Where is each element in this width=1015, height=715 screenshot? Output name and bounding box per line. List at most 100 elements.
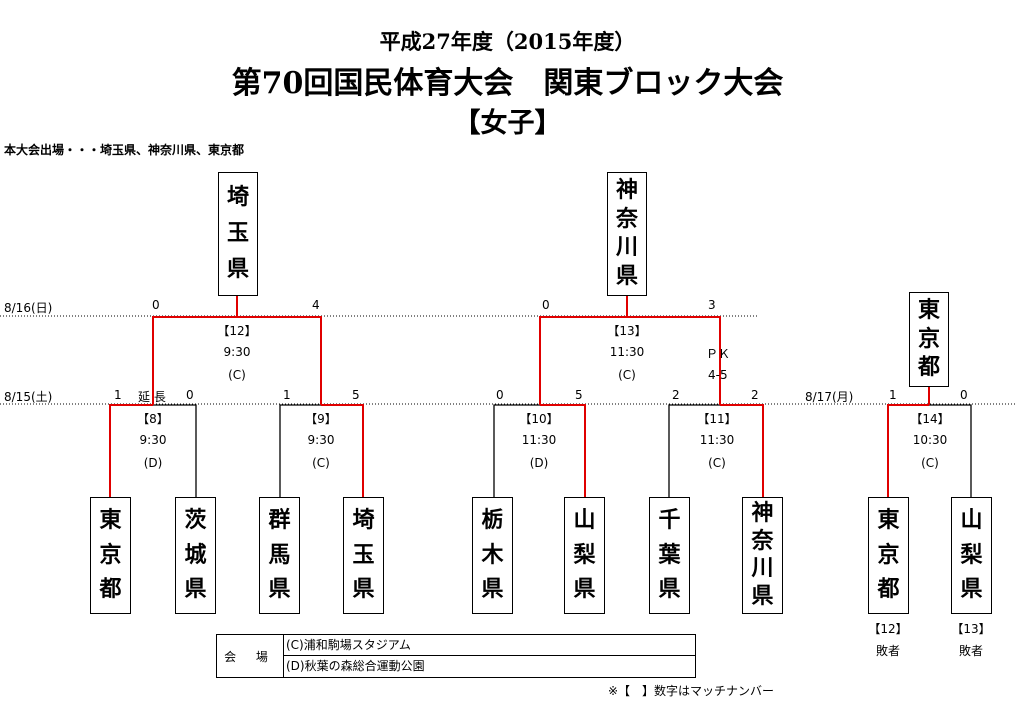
win-m9	[321, 404, 364, 497]
match-no-m12: 【12】	[217, 324, 257, 338]
score-m13-left: 0	[542, 298, 550, 312]
match-venue-m13: (C)	[618, 368, 636, 382]
team-char: 県	[481, 576, 504, 602]
match-time-m10: 11:30	[521, 433, 557, 447]
team-char: 県	[226, 257, 249, 282]
subtitle: 平成27年度（2015年度）	[379, 29, 636, 54]
score-m11-right: 2	[751, 388, 759, 402]
win-m11	[720, 404, 764, 497]
match-no-m8: 【8】	[137, 412, 169, 426]
team-char: 県	[352, 576, 375, 602]
match-venue-m12: (C)	[228, 368, 246, 382]
match-time-m11: 11:30	[699, 433, 735, 447]
team-box-ibaraki: 茨 城 県	[175, 497, 216, 614]
score-m14-left: 1	[889, 388, 897, 402]
score-m12-left: 0	[152, 298, 160, 312]
team-char: 都	[917, 355, 940, 381]
date-817: 8/17(月)	[805, 390, 854, 404]
team-char: 玉	[226, 221, 249, 246]
team-char: 梨	[573, 542, 596, 568]
team-char: 千	[658, 508, 681, 534]
team-char: 木	[481, 542, 504, 568]
venue-label: 会 場	[217, 635, 284, 677]
team-char: 京	[99, 542, 122, 568]
team-box-saitama: 埼 玉 県	[343, 497, 384, 614]
match-venue-m9: (C)	[312, 456, 330, 470]
team-char: 京	[877, 542, 900, 568]
team-char: 茨	[184, 508, 207, 534]
match-no-m10: 【10】	[519, 412, 559, 426]
score-m12-right: 4	[312, 298, 320, 312]
team-char: 山	[573, 508, 596, 534]
match-time-m8: 9:30	[139, 433, 167, 447]
footnote: ※【 】数字はマッチナンバー	[608, 684, 775, 698]
team-char: 県	[573, 576, 596, 602]
score-m13-right: 3	[708, 298, 716, 312]
team-char: 県	[184, 576, 207, 602]
date-816: 8/16(日)	[4, 301, 53, 315]
team-char: 奈	[615, 206, 638, 232]
score-m10-right: 5	[575, 388, 583, 402]
team-char: 埼	[352, 508, 375, 534]
pk-score-m13: 4-5	[708, 368, 728, 382]
winner-box-m12: 埼 玉 県	[218, 172, 258, 296]
team-char: 馬	[268, 542, 291, 568]
qualified-note: 本大会出場・・・埼玉県、神奈川県、東京都	[4, 143, 245, 157]
match-venue-m10: (D)	[529, 456, 549, 470]
team-char: 川	[615, 235, 638, 261]
extra-time-m8: 延 長	[138, 390, 166, 404]
team-char: 県	[960, 576, 983, 602]
win-m10	[540, 404, 586, 497]
loser-label-13: 敗者	[958, 644, 983, 658]
score-m14-right: 0	[960, 388, 968, 402]
team-box-tokyo: 東 京 都	[90, 497, 131, 614]
score-m10-left: 0	[496, 388, 504, 402]
team-box-tokyo-2: 東 京 都	[868, 497, 909, 614]
match-time-m12: 9:30	[223, 345, 251, 359]
win-m14	[887, 404, 929, 497]
team-box-gunma: 群 馬 県	[259, 497, 300, 614]
venue-row-c: (C)浦和駒場スタジアム	[284, 635, 695, 656]
date-815: 8/15(土)	[4, 390, 53, 404]
win-m13-right	[627, 316, 721, 405]
match-time-m13: 11:30	[609, 345, 645, 359]
team-char: 栃	[481, 508, 504, 534]
team-char: 群	[268, 508, 291, 534]
match-no-m14: 【14】	[910, 412, 950, 426]
team-char: 山	[960, 508, 983, 534]
team-box-kanagawa: 神 奈 川 県	[742, 497, 783, 614]
category-label: 【女子】	[453, 108, 562, 139]
team-char: 玉	[352, 542, 375, 568]
match-venue-m8: (D)	[143, 456, 163, 470]
team-char: 県	[751, 583, 774, 609]
score-m9-right: 5	[352, 388, 360, 402]
match-time-m9: 9:30	[307, 433, 335, 447]
match-time-m14: 10:30	[912, 433, 948, 447]
win-m12-left	[152, 316, 237, 405]
team-char: 城	[184, 542, 207, 568]
venue-table: 会 場 (C)浦和駒場スタジアム (D)秋葉の森総合運動公園	[216, 634, 696, 678]
match-no-m9: 【9】	[305, 412, 337, 426]
match-venue-m14: (C)	[921, 456, 939, 470]
match-no-m13: 【13】	[607, 324, 647, 338]
team-char: 埼	[226, 185, 249, 210]
team-box-yamanashi: 山 梨 県	[564, 497, 605, 614]
score-m11-left: 2	[672, 388, 680, 402]
win-m13-left	[539, 316, 627, 405]
venue-row-d: (D)秋葉の森総合運動公園	[286, 659, 425, 673]
team-box-tochigi: 栃 木 県	[472, 497, 513, 614]
win-m12-right	[237, 316, 322, 405]
team-char: 県	[658, 576, 681, 602]
team-char: 神	[751, 501, 774, 527]
loser-label-12: 敗者	[875, 644, 900, 658]
team-box-chiba: 千 葉 県	[649, 497, 690, 614]
team-char: 都	[99, 576, 122, 602]
team-char: 県	[268, 576, 291, 602]
team-char: 梨	[960, 542, 983, 568]
team-char: 葉	[658, 542, 681, 568]
team-char: 東	[917, 297, 940, 323]
score-m8-left: 1	[114, 388, 122, 402]
winner-box-m14: 東 京 都	[909, 292, 949, 387]
team-char: 都	[877, 576, 900, 602]
